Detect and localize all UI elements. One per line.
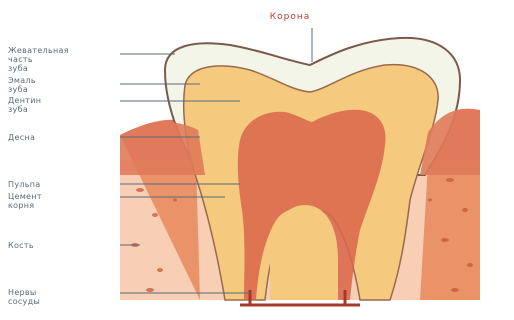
- label-bone: Кость: [8, 241, 126, 250]
- label-nerves-vessels: Нервы сосуды: [8, 288, 126, 306]
- label-occlusal-part: Жевательная часть зуба: [8, 46, 126, 73]
- label-pulp: Пульпа: [8, 180, 126, 189]
- label-gum: Десна: [8, 133, 126, 142]
- gum-edge-left: [120, 122, 205, 175]
- crown-label: Корона: [240, 12, 340, 22]
- label-dentin: Дентин зуба: [8, 96, 126, 114]
- inner-dentin: [270, 205, 338, 300]
- label-enamel: Эмаль зуба: [8, 76, 126, 94]
- label-cement: Цемент корня: [8, 192, 126, 210]
